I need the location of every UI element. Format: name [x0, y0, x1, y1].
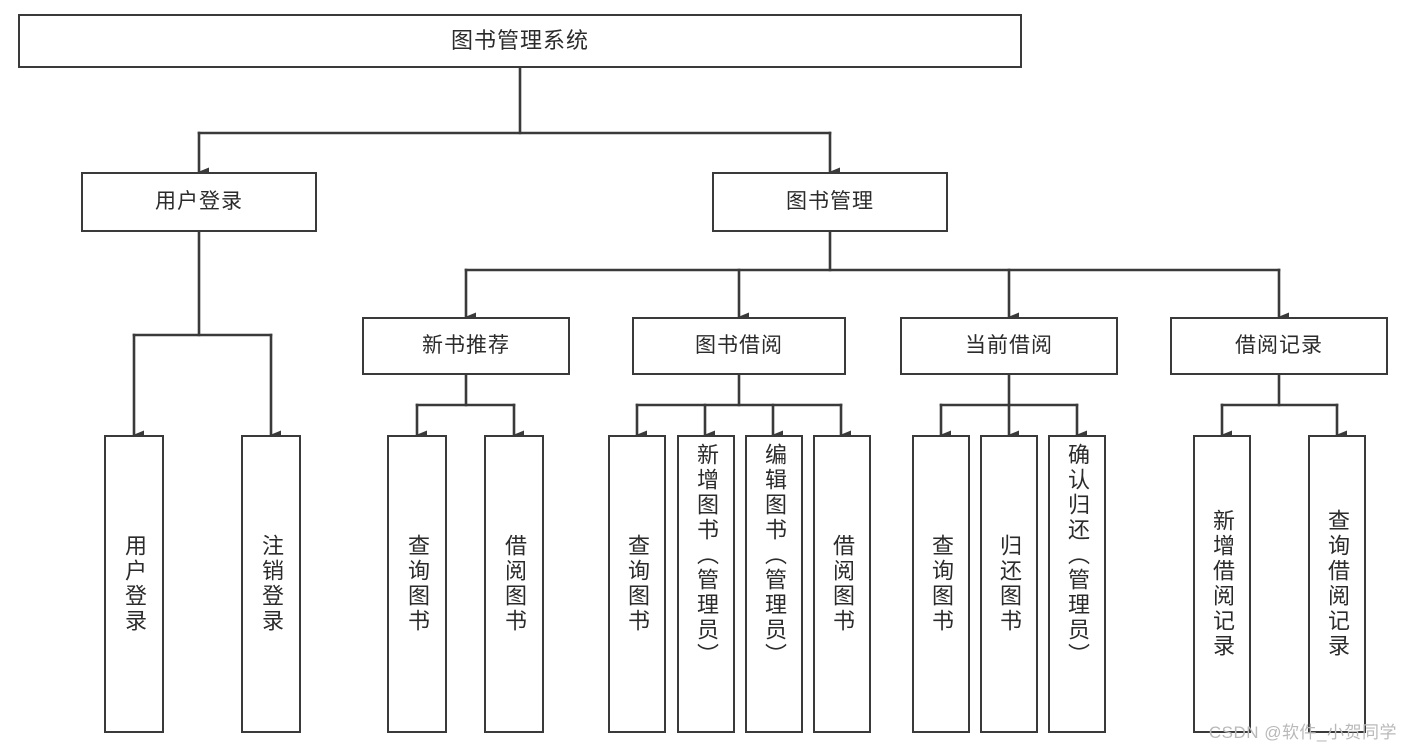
- node-root-book-management-system[interactable]: 图书管理系统: [18, 14, 1022, 68]
- leaf-current-borrow-return-book[interactable]: 归还图书: [980, 435, 1038, 733]
- node-borrow-record[interactable]: 借阅记录: [1170, 317, 1388, 375]
- leaf-borrow-record-add-record[interactable]: 新增借阅记录: [1193, 435, 1251, 733]
- node-label: 新增借阅记录: [1210, 509, 1235, 659]
- leaf-book-borrow-edit-book-admin[interactable]: 编辑图书（管理员）: [745, 435, 803, 733]
- leaf-new-book-query-book[interactable]: 查询图书: [387, 435, 447, 733]
- csdn-watermark: CSDN @软件_小贺同学: [1208, 723, 1397, 742]
- node-label: 查询借阅记录: [1325, 509, 1350, 659]
- node-label: 借阅图书: [502, 534, 527, 634]
- node-user-login[interactable]: 用户登录: [81, 172, 317, 232]
- node-label: 借阅图书: [830, 534, 855, 634]
- node-label: 图书管理: [786, 189, 874, 213]
- leaf-current-borrow-confirm-return-admin[interactable]: 确认归还（管理员）: [1048, 435, 1106, 733]
- node-label: 注销登录: [259, 534, 284, 634]
- node-label: 归还图书: [997, 534, 1022, 634]
- node-new-book-recommend[interactable]: 新书推荐: [362, 317, 570, 375]
- leaf-book-borrow-add-book-admin[interactable]: 新增图书（管理员）: [677, 435, 735, 733]
- node-book-borrow[interactable]: 图书借阅: [632, 317, 846, 375]
- node-book-management[interactable]: 图书管理: [712, 172, 948, 232]
- node-label: 查询图书: [929, 534, 954, 634]
- node-label: 图书管理系统: [450, 28, 589, 54]
- leaf-user-login-login[interactable]: 用户登录: [104, 435, 164, 733]
- leaf-current-borrow-query-book[interactable]: 查询图书: [912, 435, 970, 733]
- leaf-new-book-borrow-book[interactable]: 借阅图书: [484, 435, 544, 733]
- node-label: 新书推荐: [422, 333, 510, 357]
- node-label: 用户登录: [155, 189, 243, 213]
- node-label: 图书借阅: [695, 333, 783, 357]
- node-label: 借阅记录: [1235, 333, 1323, 357]
- leaf-borrow-record-query-record[interactable]: 查询借阅记录: [1308, 435, 1366, 733]
- leaf-user-login-logout[interactable]: 注销登录: [241, 435, 301, 733]
- leaf-book-borrow-borrow-book[interactable]: 借阅图书: [813, 435, 871, 733]
- node-current-borrow[interactable]: 当前借阅: [900, 317, 1118, 375]
- node-label: 编辑图书（管理员）: [762, 443, 787, 668]
- node-label: 查询图书: [625, 534, 650, 634]
- node-label: 用户登录: [122, 534, 147, 634]
- node-label: 查询图书: [405, 534, 430, 634]
- node-label: 确认归还（管理员）: [1065, 443, 1090, 668]
- leaf-book-borrow-query-book[interactable]: 查询图书: [608, 435, 666, 733]
- node-label: 当前借阅: [965, 333, 1053, 357]
- node-label: 新增图书（管理员）: [694, 443, 719, 668]
